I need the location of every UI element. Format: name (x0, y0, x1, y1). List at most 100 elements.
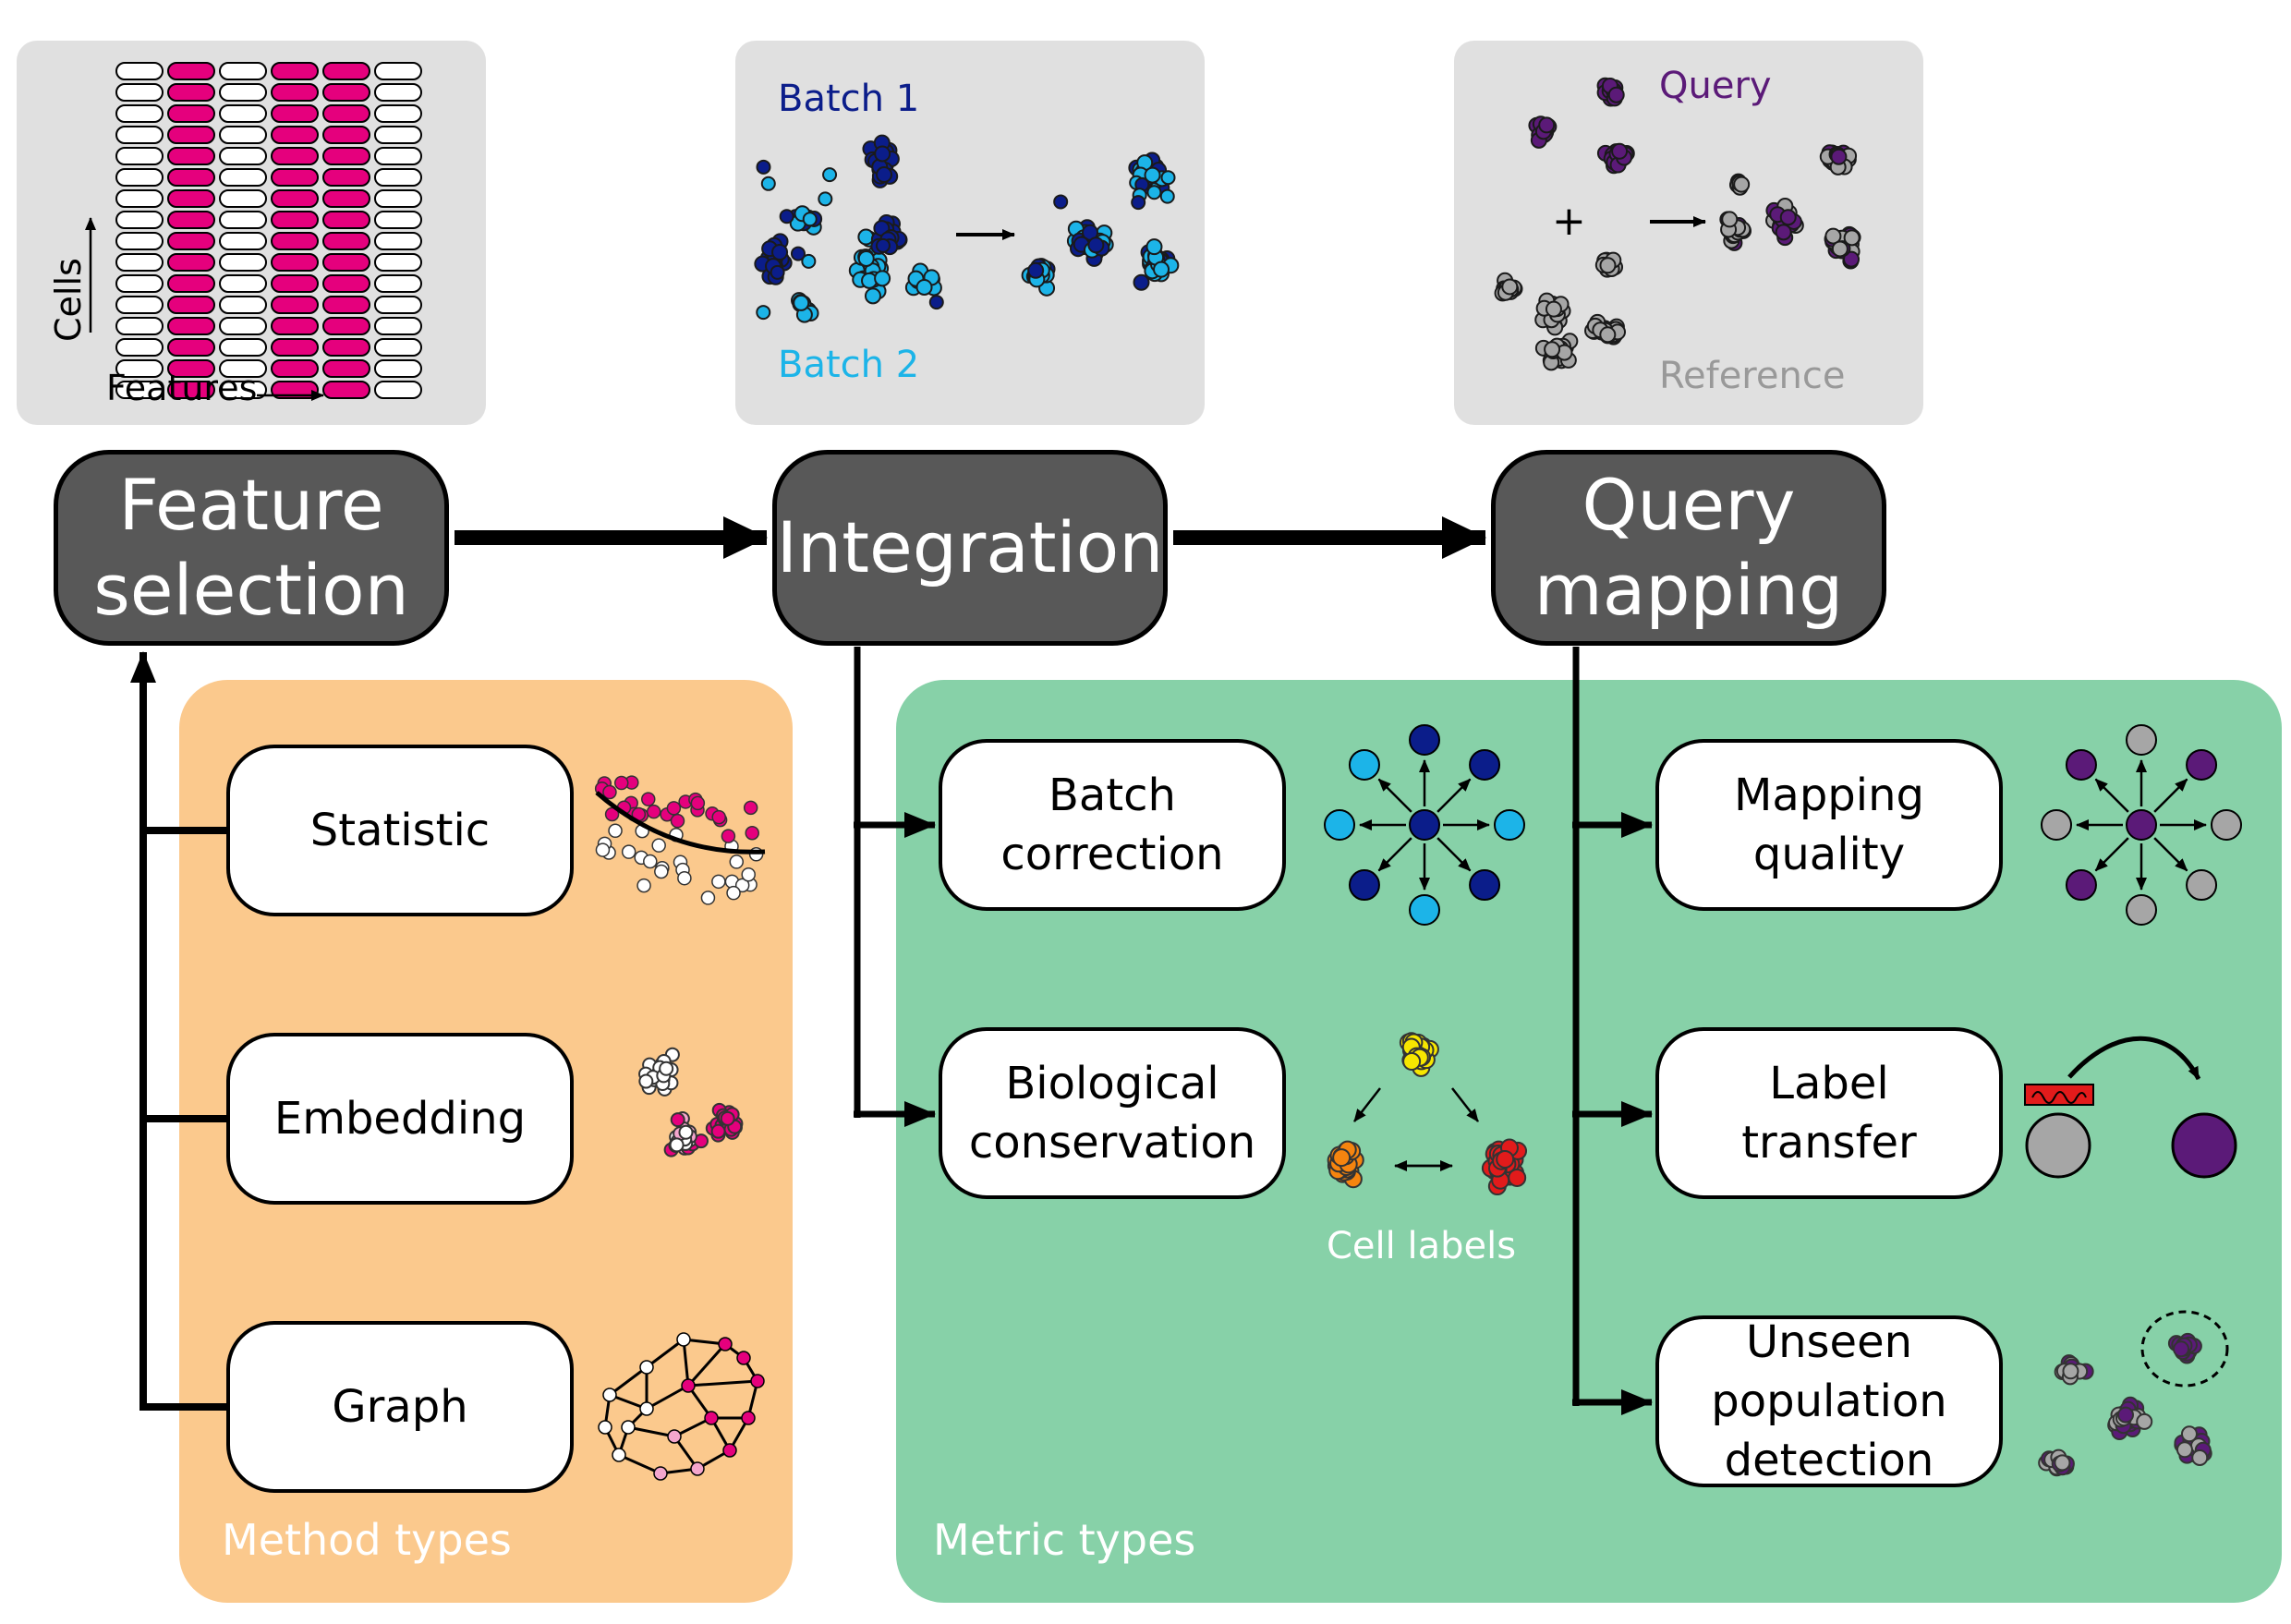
bio-arrow (1451, 1087, 1479, 1122)
matrix-cell (322, 232, 370, 250)
cell-dot (654, 864, 669, 879)
graph-edge (646, 1338, 685, 1369)
graph-node (676, 1332, 691, 1347)
novel-population-outline (2140, 1310, 2229, 1388)
cell-dot (659, 1060, 674, 1076)
graph-node (718, 1337, 733, 1351)
star-edge (1436, 837, 1472, 872)
cell-dot (2191, 1448, 2209, 1466)
stage-query-mapping-line-1: Query (1582, 464, 1796, 546)
cell-dot (670, 1112, 685, 1128)
matrix-cell (271, 126, 319, 144)
graph-edge (609, 1365, 648, 1397)
graph-edge (627, 1425, 675, 1438)
metric-label-transfer-box: Label transfer (1655, 1027, 2003, 1199)
matrix-cell (167, 359, 215, 378)
star-node (2186, 869, 2218, 902)
matrix-cell (322, 211, 370, 229)
integration-metric-connectors (854, 647, 936, 1127)
matrix-cell (115, 317, 164, 335)
matrix-cell (219, 147, 267, 165)
cell-dot (1501, 278, 1519, 296)
matrix-cell (219, 274, 267, 293)
star-node (2211, 809, 2242, 841)
cell-dot (822, 167, 838, 183)
cell-dot (756, 305, 771, 321)
matrix-cell (167, 232, 215, 250)
matrix-cell (374, 232, 422, 250)
graph-node (741, 1411, 756, 1425)
label-tag (2024, 1084, 2094, 1106)
matrix-cell (167, 189, 215, 208)
cell-dot (760, 176, 776, 191)
cell-dot (2116, 1406, 2134, 1424)
cell-dot (726, 885, 741, 901)
cell-dot (793, 294, 810, 311)
metric-unseen-population-line-2: population (1711, 1376, 1947, 1427)
label-transfer-icon (2024, 1036, 2237, 1179)
graph-node (602, 1388, 617, 1402)
cell-dot (818, 191, 833, 207)
cell-dot (711, 874, 726, 890)
matrix-cell (167, 83, 215, 102)
feature-matrix-grid (115, 62, 422, 399)
cell-dot (770, 264, 785, 280)
cell-dot (1160, 170, 1176, 186)
matrix-cell (271, 147, 319, 165)
matrix-cell (374, 211, 422, 229)
matrix-cell (271, 83, 319, 102)
cell-dot (1599, 257, 1617, 274)
cell-dot (1775, 224, 1792, 241)
method-embedding-box: Embedding (226, 1033, 574, 1205)
cell-dot (1779, 209, 1797, 226)
embedding-icon (638, 1047, 744, 1157)
star-node (1348, 748, 1380, 781)
matrix-cell (271, 253, 319, 272)
matrix-cell (322, 381, 370, 399)
star-node (2041, 809, 2072, 841)
star-node (2126, 724, 2157, 756)
cell-dot (743, 800, 758, 816)
cell-dot (700, 891, 716, 905)
matrix-cell (219, 211, 267, 229)
cell-dot (790, 246, 806, 261)
matrix-cell (115, 359, 164, 378)
cell-dot (2062, 1363, 2079, 1380)
cell-dot (1144, 166, 1161, 184)
cell-labels-caption: Cell labels (1327, 1225, 1517, 1267)
metric-unseen-population-box: Unseen population detection (1655, 1315, 2003, 1487)
cell-dot (2173, 1340, 2190, 1358)
cell-dot (745, 826, 759, 841)
matrix-cell (219, 296, 267, 314)
batch2-label: Batch 2 (778, 344, 920, 386)
batch-correction-star-icon (1324, 724, 1525, 926)
integration-scatter (754, 134, 1180, 323)
cell-dot (1133, 273, 1150, 291)
matrix-cell (322, 253, 370, 272)
cell-dot (711, 809, 726, 825)
method-statistic-label: Statistic (309, 805, 491, 856)
cell-dot (608, 823, 623, 839)
star-node (1469, 748, 1501, 781)
matrix-cell (115, 211, 164, 229)
cell-dot (1087, 236, 1105, 254)
star-center-node (1409, 809, 1440, 841)
cell-dot (1544, 341, 1561, 358)
matrix-cell (374, 147, 422, 165)
cell-dot (1733, 176, 1751, 193)
graph-node (598, 1420, 612, 1435)
graph-node (681, 1378, 696, 1393)
graph-edge (682, 1339, 690, 1387)
mapping-metric-connectors (1572, 647, 1653, 1415)
cell-dot (1131, 195, 1146, 211)
reference-cell (2025, 1112, 2091, 1179)
metric-unseen-population-line-3: detection (1724, 1435, 1934, 1486)
star-edge (2094, 837, 2129, 872)
matrix-cell (374, 126, 422, 144)
cell-dot (646, 804, 661, 819)
matrix-cell (374, 274, 422, 293)
stage-integration-label: Integration (776, 506, 1164, 588)
matrix-cell (271, 168, 319, 187)
matrix-cell (374, 83, 422, 102)
matrix-cell (115, 274, 164, 293)
